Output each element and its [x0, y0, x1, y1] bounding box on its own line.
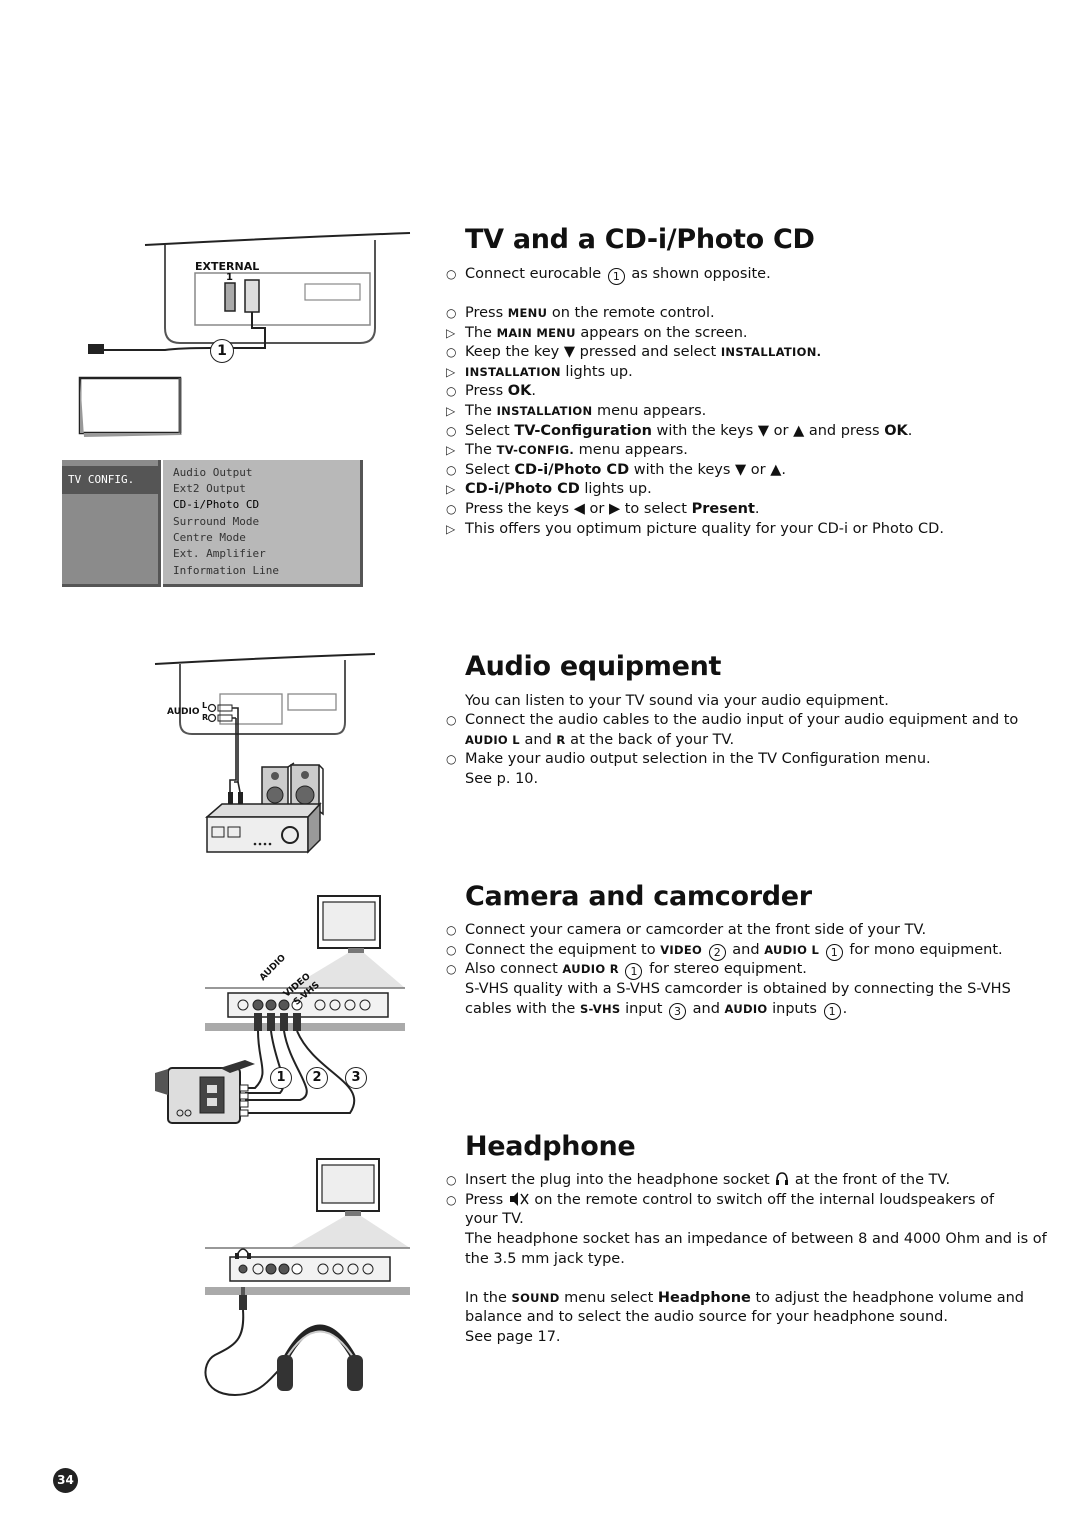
audio-line-2: ○Connect the audio cables to the audio i… [446, 712, 1019, 728]
camera-line-3: ○Also connect AUDIO R 1 for stereo equip… [446, 961, 807, 980]
menu-item-cdi-photo-cd[interactable]: CD-i/Photo CD [173, 498, 260, 511]
menu-item-ext-amplifier[interactable]: Ext. Amplifier [173, 547, 266, 560]
cdi-result-7: ▷The INSTALLATION menu appears. [446, 403, 707, 419]
tv-config-menu-tab-panel: TV CONFIG. [62, 460, 161, 587]
headphone-line-3: your TV. [465, 1211, 524, 1227]
cdi-result-9: ▷The TV-CONFIG. menu appears. [446, 442, 688, 458]
headphone-connection-diagram [204, 1158, 410, 1397]
camera-line-4: S-VHS quality with a S-VHS camcorder is … [465, 981, 1011, 997]
headphone-line-1: ○Insert the plug into the headphone sock… [446, 1172, 951, 1188]
cdi-step-6: ○Press OK. [446, 383, 536, 399]
audio-port-l: L [202, 701, 208, 710]
audio-title: Audio equipment [465, 651, 722, 682]
cam-badge-3-num: 3 [351, 1070, 361, 1085]
camera-line-2: ○Connect the equipment to VIDEO 2 and AU… [446, 942, 1003, 961]
audio-line-1: You can listen to your TV sound via your… [465, 693, 889, 709]
cam-badge-3: 3 [345, 1067, 367, 1089]
menu-item-information-line[interactable]: Information Line [173, 564, 279, 577]
cdi-result-3: ▷The MAIN MENU appears on the screen. [446, 325, 748, 341]
mute-icon [509, 1192, 529, 1206]
headphone-line-7: balance and to select the audio source f… [465, 1309, 948, 1325]
cam-badge-2: 2 [306, 1067, 328, 1089]
cdi-step-8: ○Select TV-Configuration with the keys ▼… [446, 423, 913, 439]
headphone-title: Headphone [465, 1131, 636, 1162]
cam-badge-1: 1 [270, 1067, 292, 1089]
cdi-title: TV and a CD-i/Photo CD [465, 224, 815, 255]
headphone-line-6: In the SOUND menu select Headphone to ad… [465, 1290, 1025, 1306]
tv-config-tab[interactable]: TV CONFIG. [62, 466, 158, 494]
audio-line-4: ○Make your audio output selection in the… [446, 751, 931, 767]
menu-item-centre-mode[interactable]: Centre Mode [173, 531, 246, 544]
menu-item-ext2-output[interactable]: Ext2 Output [173, 482, 246, 495]
cdi-result-13: ▷This offers you optimum picture quality… [446, 521, 944, 537]
audio-line-5: See p. 10. [465, 771, 539, 787]
audio-line-3: AUDIO L and R at the back of your TV. [465, 732, 735, 748]
cdi-step-10: ○Select CD-i/Photo CD with the keys ▼ or… [446, 462, 787, 478]
external-port-number: 1 [226, 272, 233, 283]
headphone-line-4: The headphone socket has an impedance of… [465, 1231, 1047, 1247]
headphone-line-5: the 3.5 mm jack type. [465, 1251, 625, 1267]
tv-back-external-diagram [78, 232, 411, 437]
cable-number: 1 [217, 343, 227, 359]
tv-config-menu-items: Audio Output Ext2 Output CD-i/Photo CD S… [163, 460, 363, 587]
audio-equipment-diagram [154, 653, 376, 854]
cdi-step-12: ○Press the keys ◀ or ▶ to select Present… [446, 501, 760, 517]
camcorder-connection-diagram [155, 895, 405, 1124]
external-label: EXTERNAL [195, 260, 260, 273]
cable-number-badge: 1 [210, 339, 234, 363]
menu-item-audio-output[interactable]: Audio Output [173, 466, 253, 479]
headphone-socket-icon [776, 1172, 789, 1185]
cdi-step-2: ○Press MENU on the remote control. [446, 305, 715, 321]
cam-badge-2-num: 2 [312, 1070, 322, 1085]
headphone-line-8: See page 17. [465, 1329, 561, 1345]
audio-port-label: AUDIO [167, 707, 200, 717]
cdi-step-1: ○Connect eurocable 1 as shown opposite. [446, 266, 771, 285]
headphone-line-2: ○Press on the remote control to switch o… [446, 1192, 995, 1208]
camera-line-1: ○Connect your camera or camcorder at the… [446, 922, 927, 938]
menu-item-surround-mode[interactable]: Surround Mode [173, 515, 260, 528]
cdi-step-4: ○Keep the key ▼ pressed and select INSTA… [446, 344, 822, 360]
page-number: 34 [53, 1468, 78, 1493]
camera-line-5: cables with the S-VHS input 3 and AUDIO … [465, 1001, 848, 1020]
camera-title: Camera and camcorder [465, 881, 812, 912]
audio-port-r: R [202, 713, 209, 722]
cdi-result-5: ▷INSTALLATION lights up. [446, 364, 633, 380]
cdi-result-11: ▷CD-i/Photo CD lights up. [446, 481, 652, 497]
cam-badge-1-num: 1 [276, 1070, 286, 1085]
